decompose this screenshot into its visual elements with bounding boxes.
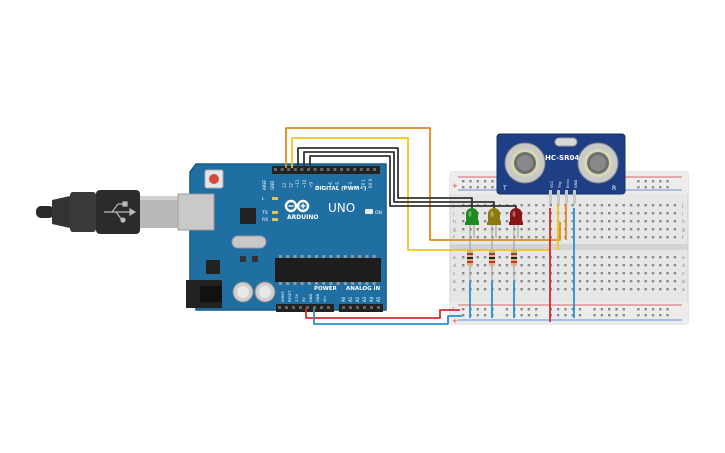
blue-gnd-wire (313, 308, 462, 325)
led-red (509, 208, 523, 242)
bottom-minus-label: - (452, 304, 455, 312)
digital-pin-label: ~3 (348, 182, 353, 188)
wires (285, 127, 575, 325)
arduino-logo (284, 199, 310, 213)
digital-pin-label: RX 0 (368, 178, 373, 188)
row-letter: g (682, 228, 685, 233)
sensor-pin-label: GND (574, 180, 578, 188)
sensor-t-mark: T (502, 185, 507, 192)
analog-pin-label: A1 (348, 296, 353, 302)
power-pin-label: 3.3V (295, 293, 299, 302)
row-letter: h (682, 219, 685, 225)
row-letter: e (453, 256, 456, 261)
resistor-2 (489, 242, 495, 282)
ultrasonic-sensor: HC-SR04 T R VCC Trig Echo GND (496, 133, 626, 204)
brand-label: ARDUINO (287, 214, 318, 221)
row-letter: f (682, 235, 684, 241)
digital-pin-label: 12 (289, 182, 294, 188)
analog-pin-label: A2 (355, 296, 360, 302)
analog-pin-label: A4 (369, 296, 374, 302)
sensor-pin-label: Trig (558, 182, 562, 189)
row-letter: h (453, 219, 456, 225)
l-label: L (262, 196, 265, 202)
rx-label: RX (262, 217, 268, 223)
row-letter: i (453, 211, 454, 217)
black-wire-1 (297, 147, 473, 210)
usb-cable (36, 190, 178, 234)
atmega-chip (275, 258, 381, 282)
crystal (231, 235, 267, 249)
digital-pin-label: 13 (282, 182, 287, 188)
led-green (465, 208, 479, 242)
power-pin-label: Vin (323, 296, 327, 302)
digital-pin-label: 8 (315, 185, 320, 188)
model-label: UNO (328, 201, 355, 215)
digital-header-label: DIGITAL (PWM~) (315, 186, 367, 192)
row-letter: j (681, 203, 683, 209)
digital-pin-label: 7 (322, 185, 327, 188)
row-letter: b (453, 279, 456, 285)
digital-pin-label: ~6 (328, 182, 333, 188)
digital-pin-label: ~10 (302, 179, 307, 188)
power-pin-label: 5V (302, 297, 306, 302)
sensor-label: HC-SR04 (545, 154, 579, 162)
aref-label: AREF (262, 179, 267, 190)
resistor-1 (467, 242, 473, 282)
digital-pin-label: ~5 (335, 182, 340, 188)
usb-chip (240, 208, 256, 224)
row-letter: a (682, 288, 685, 293)
row-letter: a (453, 288, 456, 293)
sensor-pin-label: VCC (550, 180, 554, 188)
bottom-plus-label: + (452, 317, 458, 325)
power-pin-label: RESET (288, 290, 292, 302)
power-pin-label: IOREF (281, 291, 285, 302)
gnd-label: GND (270, 181, 275, 190)
power-header (276, 304, 334, 312)
resistors (467, 242, 517, 282)
row-letter: i (682, 211, 683, 217)
usb-port (177, 193, 215, 231)
analog-pin-label: A0 (341, 296, 346, 302)
row-letter: d (682, 263, 685, 269)
tx-label: TX (261, 210, 268, 216)
row-letter: b (682, 279, 685, 285)
analog-label: ANALOG IN (346, 286, 381, 292)
digital-pin-label: ~9 (308, 182, 313, 188)
sensor-pin-label: Echo (566, 179, 570, 188)
on-label: ON (375, 210, 382, 216)
row-letter: e (682, 256, 685, 261)
sensor-r-mark: R (612, 185, 616, 192)
digital-header (272, 166, 380, 174)
power-pin-label: GND (309, 294, 313, 302)
usb-icon (104, 201, 137, 223)
row-letter: c (453, 272, 456, 277)
row-letter: g (453, 228, 456, 233)
digital-pin-label: 4 (341, 185, 346, 188)
resistor-3 (511, 242, 517, 282)
capacitors (232, 281, 276, 303)
receiver-transducer (577, 142, 619, 184)
analog-pin-label: A5 (376, 296, 381, 302)
power-pin-label: GND (316, 294, 320, 302)
row-letter: d (453, 263, 456, 269)
analog-pin-label: A3 (362, 296, 367, 302)
row-letter: c (682, 272, 685, 277)
black-wire-3 (309, 155, 517, 210)
transmitter-transducer (504, 142, 546, 184)
power-label: POWER (314, 286, 338, 292)
black-wire-2 (303, 151, 495, 210)
orange-wire (285, 127, 561, 241)
red-5v-wire (305, 308, 460, 319)
leds (465, 208, 523, 242)
digital-pin-label: TX 1 (361, 179, 366, 189)
digital-pin-label: ~11 (295, 179, 300, 188)
top-plus-label: + (452, 182, 458, 190)
led-yellow (487, 208, 501, 242)
analog-header (339, 304, 383, 312)
row-letter: f (453, 235, 455, 241)
digital-pin-label: 2 (355, 185, 360, 188)
